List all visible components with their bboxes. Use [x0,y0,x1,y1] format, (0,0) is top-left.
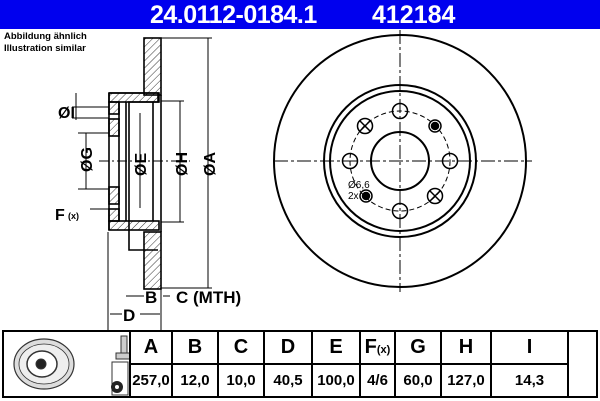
value-c: 10,0 [217,363,265,396]
value-e: 100,0 [311,363,361,396]
header-a: A [131,332,173,365]
filled-hole-ll [359,189,373,203]
value-h: 127,0 [440,363,492,396]
note-line-de: Abbildung ähnlich [4,31,87,42]
hole-count-label: 2x [348,191,359,202]
technical-drawing: ØI ØG ØE ØH ØA F (x) B C (MTH) D Ø6,6 2 [55,30,532,330]
bolt-holes [341,102,459,220]
label-b: B [145,288,157,307]
label-dia-g: ØG [79,147,96,172]
header-d: D [263,332,313,365]
header-f: F(x) [359,332,396,365]
label-f-sub: (x) [68,211,79,221]
filled-hole-ur [428,119,442,133]
front-view [273,30,532,292]
label-dia-i: ØI [58,105,75,122]
value-i: 14,3 [490,363,569,396]
crossed-hole-ul [356,117,374,135]
label-dia-a: ØA [202,152,219,176]
brake-disc-thumbnail-icon [13,338,75,390]
value-a: 257,0 [131,363,173,396]
illustration-note: Abbildung ähnlich Illustration similar [4,31,87,55]
value-f: 4/6 [359,363,396,396]
header-e: E [311,332,361,365]
crossed-hole-lr [426,187,444,205]
label-d: D [123,306,135,325]
header-b: B [171,332,219,365]
side-view [72,37,212,330]
bolt-icon [115,335,133,360]
label-f: F [55,207,65,224]
note-line-en: Illustration similar [4,43,86,54]
spec-table-box: A B C D E F(x) G H I 257,0 12,0 10,0 40,… [2,330,598,398]
title-bar: 24.0112-0184.1 412184 [0,0,600,29]
label-dia-h: ØH [174,152,191,176]
spec-value-row: 257,0 12,0 10,0 40,5 100,0 4/6 60,0 127,… [131,363,569,396]
spray-cleaning-icon [111,361,129,396]
part-number: 24.0112-0184.1 [150,1,317,29]
value-b: 12,0 [171,363,219,396]
header-g: G [394,332,442,365]
value-g: 60,0 [394,363,442,396]
thumbnail-panel [4,332,133,396]
side-view-labels: ØI ØG ØE ØH ØA F (x) B C (MTH) D [55,105,241,325]
value-d: 40,5 [263,363,313,396]
label-c-mth: C (MTH) [176,288,241,307]
spec-header-row: A B C D E F(x) G H I [131,332,569,365]
short-number: 412184 [372,1,456,29]
header-c: C [217,332,265,365]
label-dia-e: ØE [133,153,150,176]
header-h: H [440,332,492,365]
header-i: I [490,332,569,365]
spec-table: A B C D E F(x) G H I 257,0 12,0 10,0 40,… [131,332,569,396]
hole-diameter-label: Ø6,6 [348,180,370,191]
